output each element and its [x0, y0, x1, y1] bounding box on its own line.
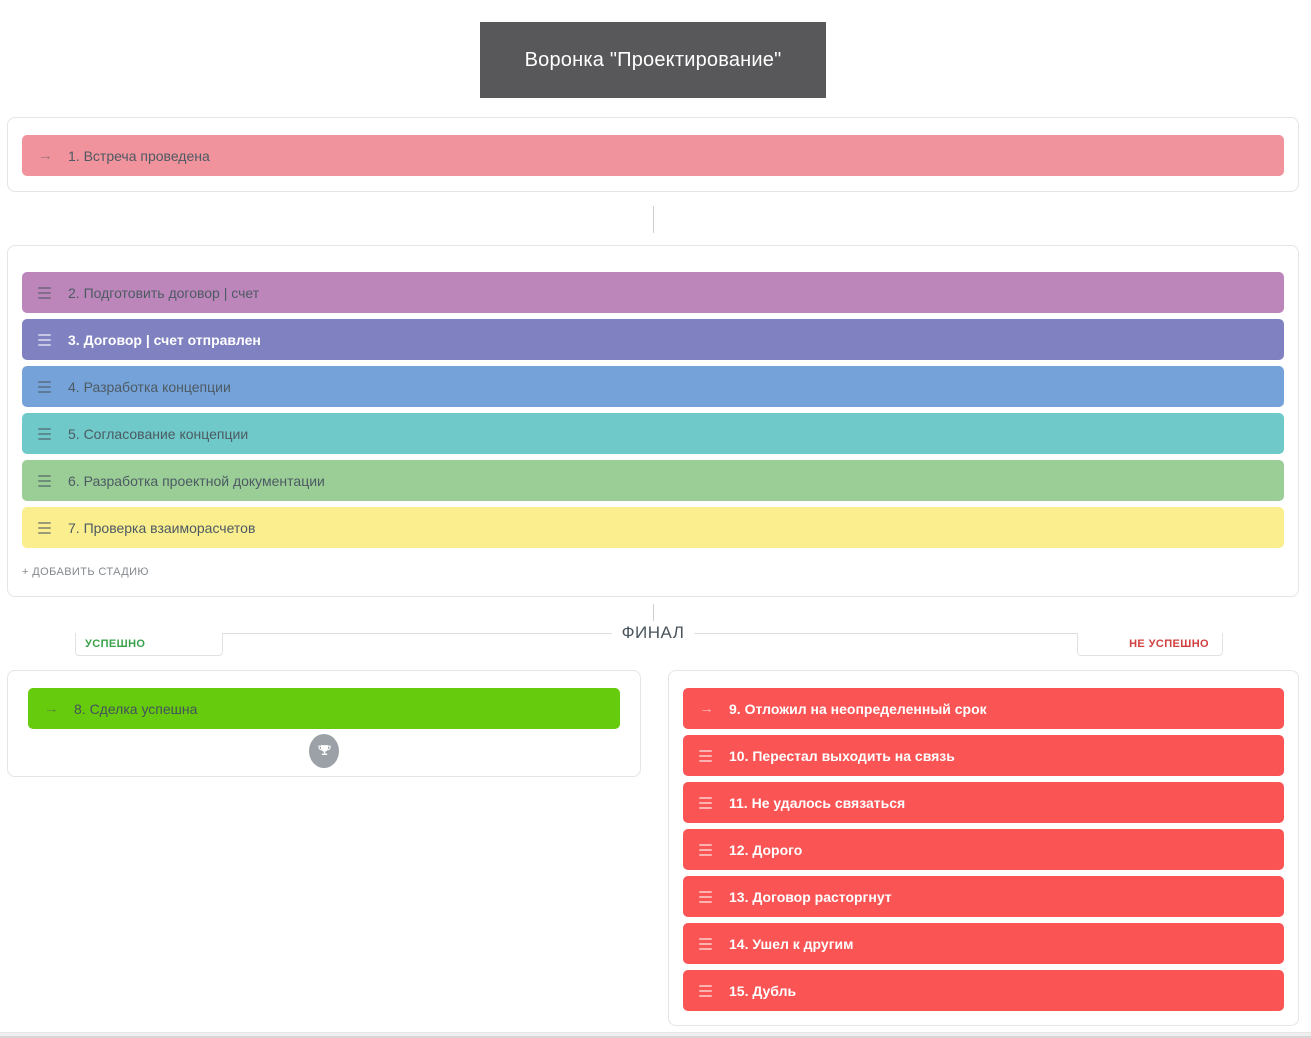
stage-label: 12. Дорого — [729, 841, 803, 858]
trophy-wrap — [28, 734, 620, 768]
initial-stage-card: → 1. Встреча проведена — [7, 117, 1299, 192]
connector-line — [652, 604, 654, 621]
funnel-editor-page: Воронка "Проектирование" → 1. Встреча про… — [0, 22, 1311, 1026]
stage-label: 14. Ушел к другим — [729, 935, 854, 952]
stage-bar-fail[interactable]: 12. Дорого — [683, 829, 1284, 870]
drag-handle-icon[interactable] — [38, 332, 54, 347]
stage-bar-fail[interactable]: 15. Дубль — [683, 970, 1284, 1011]
drag-handle-icon[interactable] — [699, 795, 715, 810]
stage-bar-middle[interactable]: 5. Согласование концепции — [22, 413, 1284, 454]
stage-bar-middle[interactable]: 7. Проверка взаиморасчетов — [22, 507, 1284, 548]
stage-label: 15. Дубль — [729, 982, 797, 999]
arrow-icon: → — [44, 700, 59, 717]
trophy-icon — [309, 734, 339, 768]
funnel-title-text: Воронка "Проектирование" — [524, 48, 782, 71]
success-tab: УСПЕШНО — [75, 633, 223, 656]
fail-tab: НЕ УСПЕШНО — [1077, 633, 1223, 656]
final-label: ФИНАЛ — [611, 623, 695, 643]
initial-stage-list: → 1. Встреча проведена — [22, 135, 1284, 176]
stage-bar-middle[interactable]: 3. Договор | счет отправлен — [22, 319, 1284, 360]
final-divider: ФИНАЛ УСПЕШНО НЕ УСПЕШНО — [7, 621, 1299, 657]
stage-label: 8. Сделка успешна — [74, 700, 198, 717]
drag-handle-icon[interactable] — [699, 842, 715, 857]
stage-label: 11. Не удалось связаться — [729, 794, 906, 811]
middle-stages-card: 2. Подготовить договор | счет 3. Договор … — [7, 245, 1299, 597]
stage-bar-fail[interactable]: 14. Ушел к другим — [683, 923, 1284, 964]
connector-line — [652, 206, 654, 233]
success-card: → 8. Сделка успешна — [7, 670, 641, 777]
stage-label: 5. Согласование концепции — [68, 425, 249, 442]
drag-handle-icon[interactable] — [38, 520, 54, 535]
middle-stage-list: 2. Подготовить договор | счет 3. Договор … — [22, 272, 1284, 548]
stage-bar-middle[interactable]: 6. Разработка проектной документации — [22, 460, 1284, 501]
stage-label: 4. Разработка концепции — [68, 378, 231, 395]
page-bottom-edge — [0, 1032, 1311, 1038]
stage-bar-middle[interactable]: 2. Подготовить договор | счет — [22, 272, 1284, 313]
drag-handle-icon[interactable] — [699, 983, 715, 998]
stage-label: 9. Отложил на неопределенный срок — [729, 700, 987, 717]
stage-label: 7. Проверка взаиморасчетов — [68, 519, 256, 536]
stage-label: 3. Договор | счет отправлен — [68, 331, 261, 348]
arrow-icon: → — [699, 700, 714, 717]
final-stages-row: → 8. Сделка успешна → 9. Отложил на неопре… — [7, 670, 1299, 1026]
fail-card: → 9. Отложил на неопределенный срок 10. Пе… — [668, 670, 1299, 1026]
fail-tab-label: НЕ УСПЕШНО — [1129, 638, 1209, 650]
stage-bar-initial[interactable]: → 1. Встреча проведена — [22, 135, 1284, 176]
stage-bar-fail[interactable]: → 9. Отложил на неопределенный срок — [683, 688, 1284, 729]
drag-handle-icon[interactable] — [38, 379, 54, 394]
stage-bar-fail[interactable]: 13. Договор расторгнут — [683, 876, 1284, 917]
success-tab-label: УСПЕШНО — [85, 638, 146, 650]
drag-handle-icon[interactable] — [38, 473, 54, 488]
drag-handle-icon[interactable] — [699, 889, 715, 904]
drag-handle-icon[interactable] — [38, 426, 54, 441]
stage-label: 13. Договор расторгнут — [729, 888, 892, 905]
stage-bar-fail[interactable]: 10. Перестал выходить на связь — [683, 735, 1284, 776]
funnel-title: Воронка "Проектирование" — [480, 22, 826, 98]
stage-label: 2. Подготовить договор | счет — [68, 284, 260, 301]
stage-label: 1. Встреча проведена — [68, 147, 210, 164]
arrow-icon: → — [38, 147, 53, 164]
stage-bar-success[interactable]: → 8. Сделка успешна — [28, 688, 620, 729]
stage-label: 10. Перестал выходить на связь — [729, 747, 955, 764]
stage-bar-middle[interactable]: 4. Разработка концепции — [22, 366, 1284, 407]
drag-handle-icon[interactable] — [38, 285, 54, 300]
drag-handle-icon[interactable] — [699, 936, 715, 951]
add-stage-button[interactable]: + ДОБАВИТЬ СТАДИЮ — [22, 566, 149, 578]
drag-handle-icon[interactable] — [699, 748, 715, 763]
fail-stage-list: → 9. Отложил на неопределенный срок 10. Пе… — [683, 688, 1284, 1011]
success-stage-list: → 8. Сделка успешна — [28, 688, 620, 729]
stage-bar-fail[interactable]: 11. Не удалось связаться — [683, 782, 1284, 823]
stage-label: 6. Разработка проектной документации — [68, 472, 325, 489]
